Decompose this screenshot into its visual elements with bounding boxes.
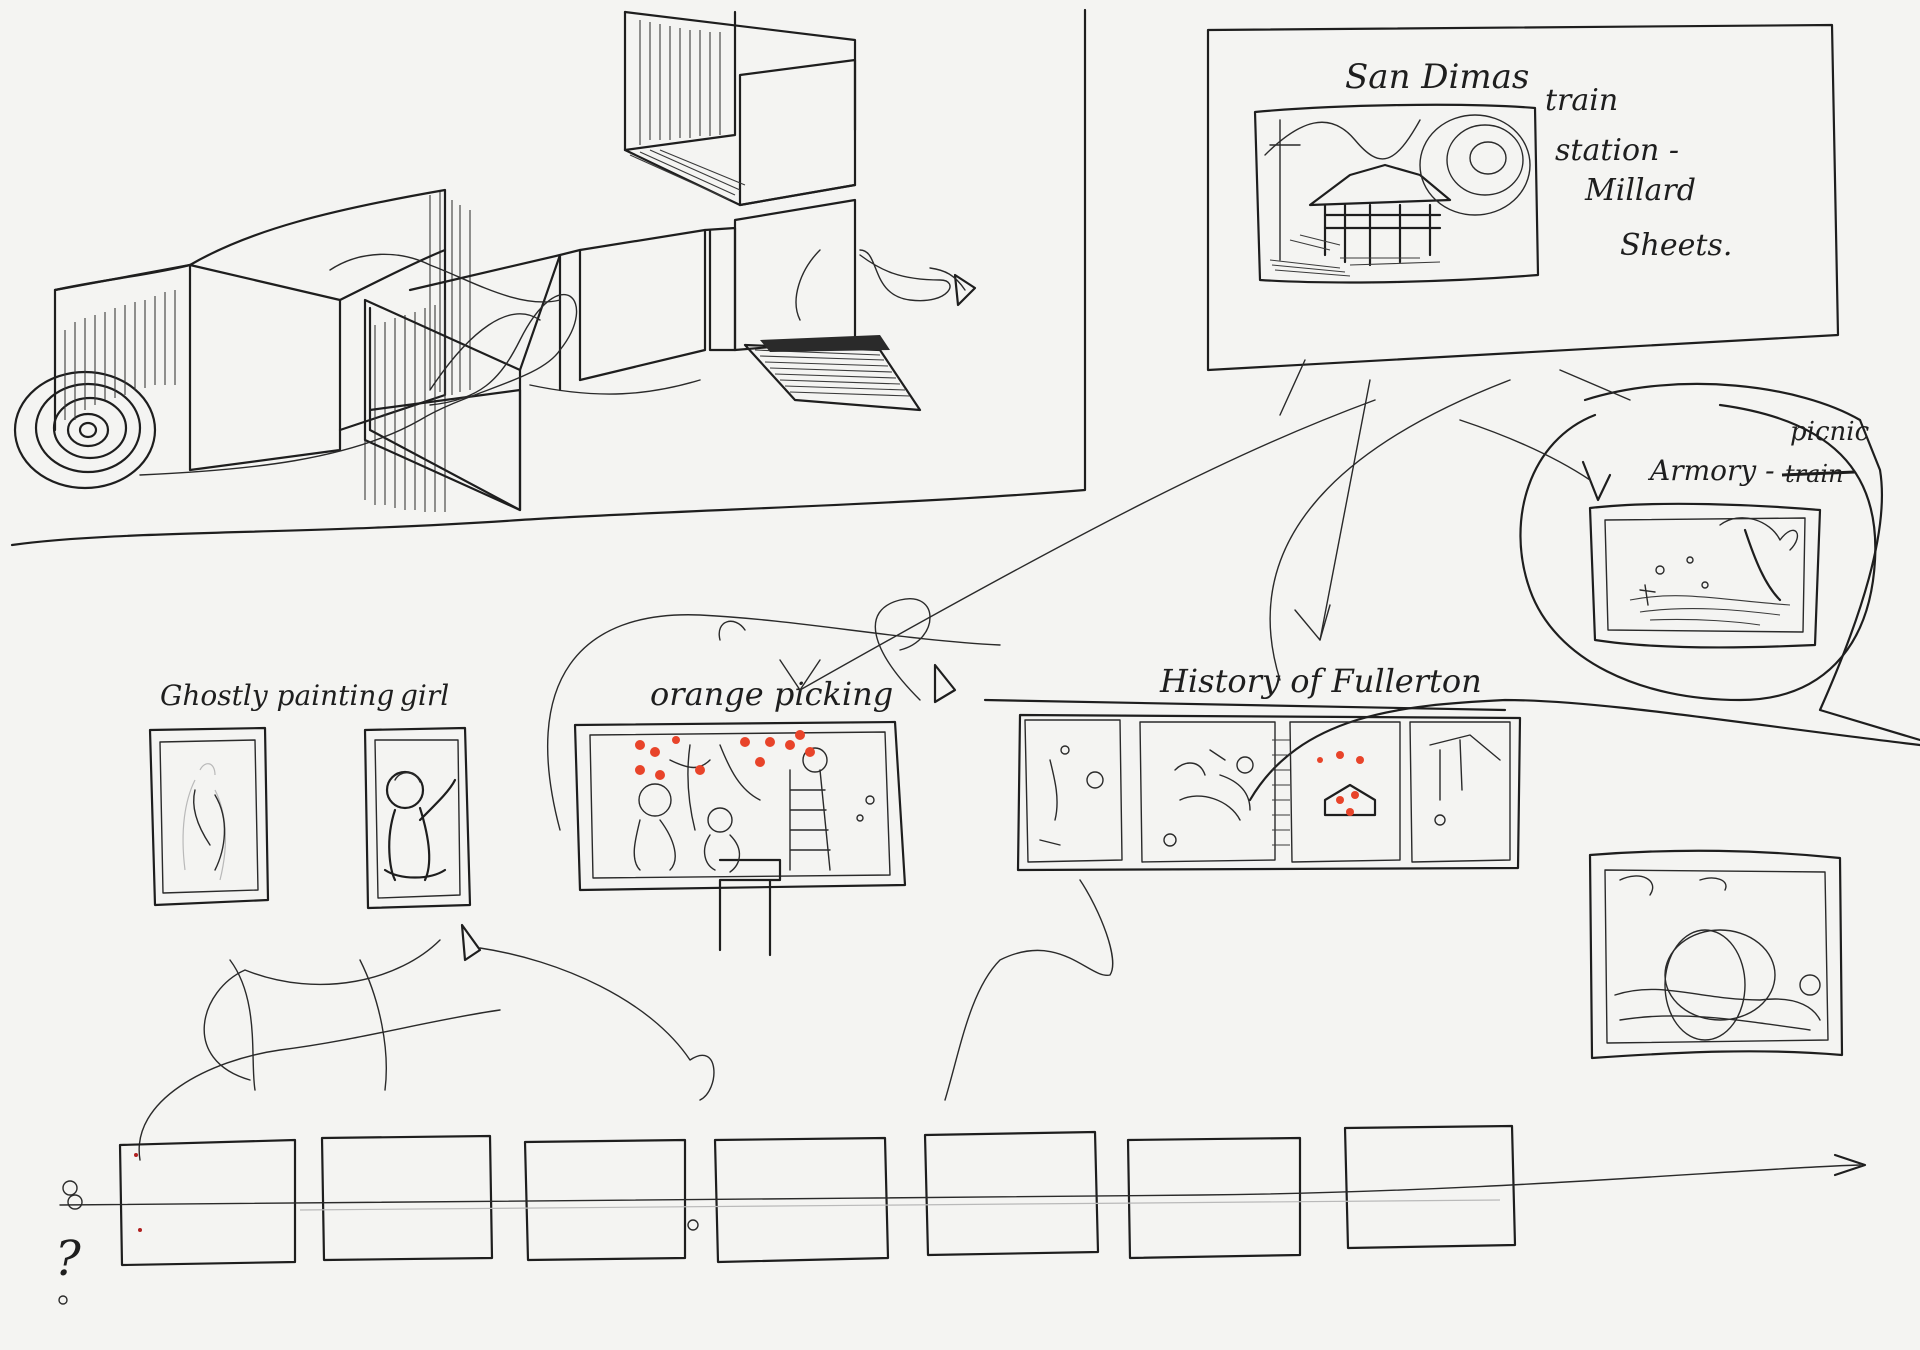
timeline-frame-3 [523, 1138, 687, 1262]
spiral-icon [1419, 114, 1531, 216]
region-divider-top-left [10, 8, 1087, 547]
timeline-axis [59, 1164, 1861, 1206]
station-label-5: Sheets. [1620, 228, 1732, 263]
arrowhead-icon [460, 923, 482, 962]
history-panel: History of Fullerton [983, 662, 1522, 872]
station-label-2: train [1545, 83, 1618, 118]
timeline-frame-1 [118, 1138, 297, 1267]
orange-dots [635, 730, 815, 780]
timeline-frame-5 [923, 1130, 1100, 1257]
eye-icon [929, 267, 977, 307]
timeline-frame-6 [1126, 1136, 1302, 1260]
history-label: History of Fullerton [1159, 662, 1482, 700]
history-frame-4 [1409, 721, 1511, 863]
station-label-4: Millard [1584, 173, 1696, 208]
arrowhead-icon [933, 663, 957, 704]
girl-painting: girl [363, 679, 472, 910]
history-frame-2 [1139, 721, 1276, 863]
station-panel: San Dimas train station - Millard Sheets… [1206, 23, 1840, 372]
strikethrough-line [1781, 470, 1856, 477]
orange-label: orange picking [650, 675, 893, 713]
timeline-frame-4 [713, 1136, 890, 1264]
timeline-frame-2 [320, 1134, 494, 1262]
ghostly-painting: Ghostly painting [148, 679, 394, 907]
timeline-frame-7 [1343, 1124, 1517, 1250]
station-label-1: San Dimas [1345, 57, 1529, 97]
loose-painting [1588, 849, 1844, 1060]
station-painting-frame [1253, 103, 1540, 284]
timeline: ? [55, 1124, 1867, 1305]
armory-label: Armory - [1647, 454, 1775, 487]
timeline-arrowhead-icon [1833, 1153, 1867, 1177]
exhibit-walls-sketch [10, 8, 1087, 547]
connector-arrows [138, 359, 1631, 1161]
station-label-3: station - [1555, 133, 1679, 168]
armory-panel: Armory - picnic train [1248, 382, 1920, 802]
history-frame-3 [1289, 721, 1401, 863]
question-mark: ? [55, 1231, 81, 1287]
history-frame-1 [1024, 719, 1123, 863]
armory-painting-frame [1588, 502, 1822, 649]
picnic-label: picnic [1790, 417, 1870, 447]
girl-label: girl [400, 679, 449, 712]
floor-shadow [743, 335, 922, 412]
orange-picking-panel: orange picking [573, 675, 907, 957]
ghostly-label: Ghostly painting [160, 679, 394, 712]
